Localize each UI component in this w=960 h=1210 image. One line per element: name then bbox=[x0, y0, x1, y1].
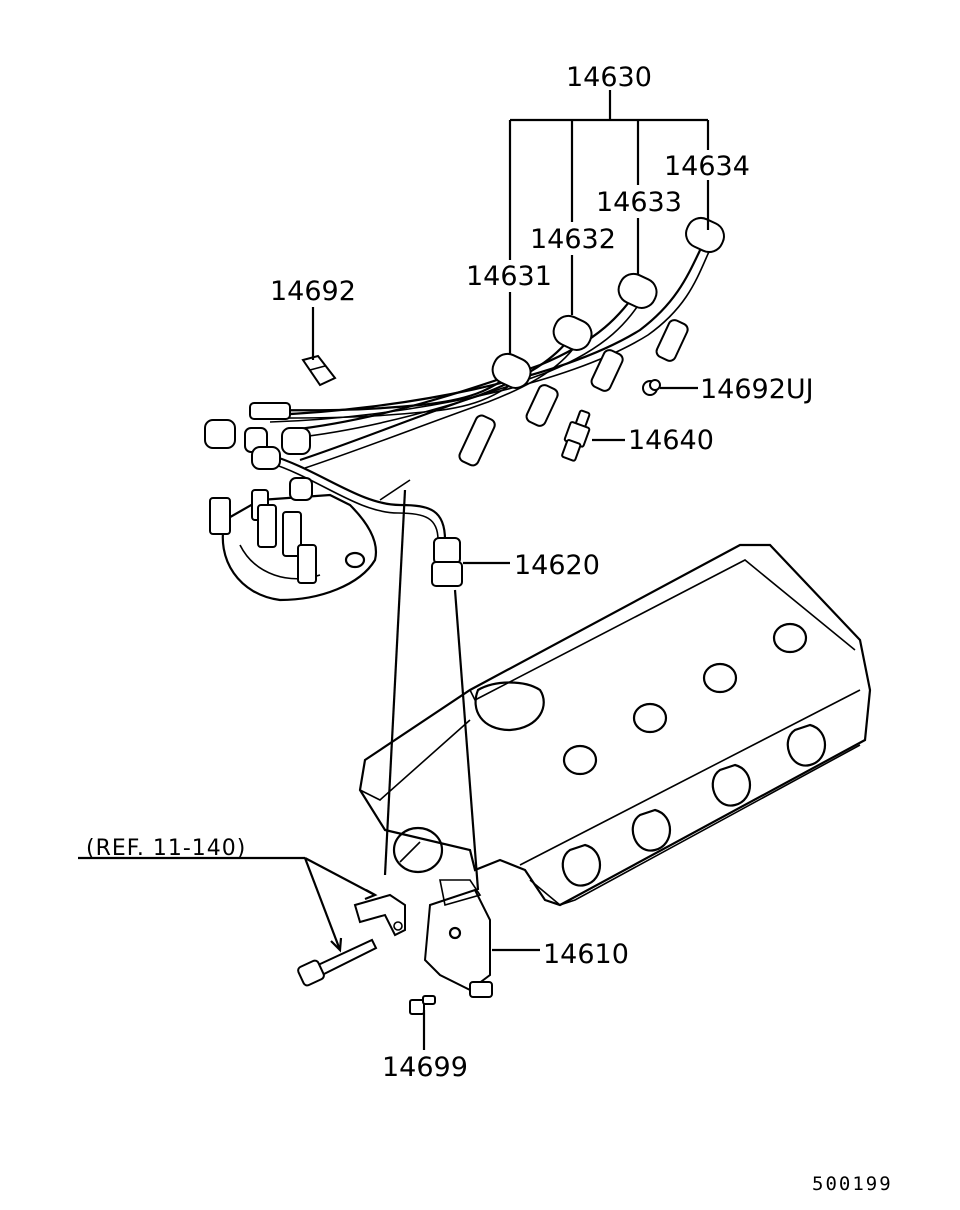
label-clamp-uj: 14692UJ bbox=[700, 374, 814, 405]
part-labels: 14630 14634 14633 14632 14631 14692 1469… bbox=[86, 62, 893, 1195]
spark-plug-cables bbox=[204, 216, 725, 541]
label-clamp: 14692 bbox=[270, 276, 356, 307]
cylinder-head bbox=[358, 543, 872, 907]
spark-plug bbox=[561, 409, 591, 462]
cable-clamp-uj bbox=[642, 379, 661, 396]
leader-lines bbox=[78, 90, 710, 1050]
label-harness-set: 14630 bbox=[566, 62, 652, 93]
label-bolt: 14699 bbox=[382, 1052, 468, 1083]
cable-clamp bbox=[301, 354, 337, 387]
label-cable-2: 14632 bbox=[530, 224, 616, 255]
label-cable-3: 14633 bbox=[596, 187, 682, 218]
diagram-code: 500199 bbox=[812, 1173, 893, 1195]
coil-cable-connector bbox=[431, 537, 463, 587]
small-bolt bbox=[409, 995, 436, 1015]
label-spark-plug: 14640 bbox=[628, 425, 714, 456]
projection-lines bbox=[379, 479, 480, 891]
distributor bbox=[209, 489, 378, 602]
long-bolt bbox=[297, 938, 378, 987]
coil-bracket bbox=[353, 893, 406, 937]
label-reference: (REF. 11-140) bbox=[86, 836, 246, 861]
label-coil-cable: 14620 bbox=[514, 550, 600, 581]
ignition-coil bbox=[423, 879, 493, 998]
label-ignition-coil: 14610 bbox=[543, 939, 629, 970]
label-cable-4: 14634 bbox=[664, 151, 750, 182]
label-cable-1: 14631 bbox=[466, 261, 552, 292]
